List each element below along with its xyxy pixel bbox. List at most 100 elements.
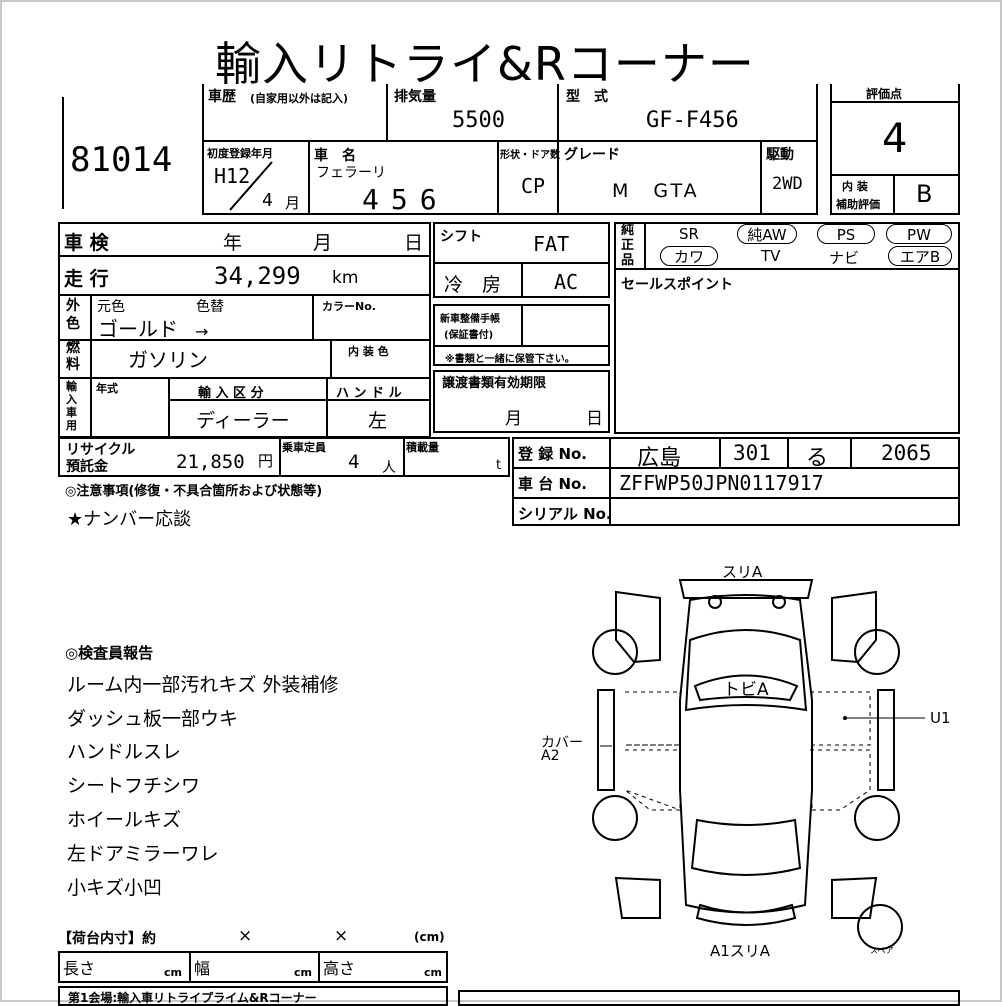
shaken-year-label: 年 <box>223 232 243 254</box>
first-reg-month-unit: 月 <box>285 194 301 212</box>
footer-text: 第1会場:輸入車リトライプライム&Rコーナー <box>68 991 317 1005</box>
equip-leather: カワ <box>660 246 718 266</box>
first-reg-label: 初度登録年月 <box>207 147 273 160</box>
diagram-bottom-label: A1スリA <box>710 942 771 960</box>
shaken-label: 車 検 <box>64 232 109 254</box>
notes-label: ◎注意事項(修復・不具合箇所および状態等) <box>65 484 323 499</box>
equip-sr: SR <box>679 225 699 243</box>
diagram-spare-label: スペア <box>870 946 894 955</box>
car-make: フェラーリ <box>316 165 386 181</box>
equip-navi: ナビ <box>829 249 860 267</box>
score-box <box>830 84 960 215</box>
orig-color-label: 元色 <box>97 299 125 315</box>
equip-power-windows: PW <box>886 224 952 244</box>
body-value: CP <box>521 174 546 198</box>
cargo-length-unit: cm <box>164 966 182 979</box>
color-no-label: カラーNo. <box>322 300 376 313</box>
reg-kana: る <box>806 446 829 471</box>
displacement-value: 5500 <box>452 108 505 133</box>
mileage-value: 34,299 <box>214 262 301 290</box>
diagram-top-label: スリA <box>722 563 763 581</box>
fuel-value: ガソリン <box>128 348 208 372</box>
cargo-length-label: 長さ <box>63 959 96 978</box>
transfer-label: 譲渡書類有効期限 <box>442 376 547 391</box>
cargo-label: 【荷台内寸】約 <box>58 931 156 947</box>
inspector-line-5: ホイールキズ <box>67 809 182 831</box>
shaken-day-label: 日 <box>404 232 424 254</box>
interior-score-label-1: 内 装 <box>842 180 868 193</box>
mileage-label: 走 行 <box>64 268 109 290</box>
reg-area: 広島 <box>637 446 682 471</box>
inspector-line-2: ダッシュ板一部ウキ <box>67 708 239 730</box>
model-year-label: 年式 <box>96 382 118 395</box>
serial-label: シリアル No. <box>518 505 612 523</box>
cargo-x2: × <box>334 926 349 946</box>
shift-value: FAT <box>533 232 570 256</box>
car-name-label: 車 名 <box>314 148 356 164</box>
drive-label: 駆動 <box>766 147 794 163</box>
chassis-label: 車 台 No. <box>518 475 588 493</box>
grade-value: M GTA <box>612 180 700 202</box>
registration-box <box>512 437 960 526</box>
capacity-unit: 人 <box>382 460 396 476</box>
cargo-width-label: 幅 <box>194 959 211 978</box>
page-title: 輸入リトライ&Rコーナー <box>215 37 755 91</box>
cargo-x1: × <box>238 926 253 946</box>
import-label: 輸入車用 <box>66 380 77 432</box>
import-type-label: 輸 入 区 分 <box>198 386 264 401</box>
reg-class: 301 <box>733 441 771 465</box>
cargo-box <box>58 951 448 983</box>
reg-number: 2065 <box>881 441 932 465</box>
exterior-label: 外色 <box>66 298 80 332</box>
color-value: ゴールド <box>98 317 178 341</box>
score-value: 4 <box>882 116 908 162</box>
import-type-value: ディーラー <box>196 410 290 432</box>
diagram-roof-label: トビA <box>723 680 769 700</box>
capacity-value: 4 <box>348 451 360 473</box>
history-note: (自家用以外は記入) <box>250 92 349 105</box>
first-reg-month: 4 <box>262 190 273 211</box>
sales-point-box <box>614 270 960 434</box>
load-unit: t <box>496 458 502 473</box>
capacity-label: 乗車定員 <box>282 441 326 454</box>
header-grid <box>202 84 818 215</box>
diagram-right-label: U1 <box>930 709 951 727</box>
displacement-label: 排気量 <box>394 89 436 105</box>
header-divider <box>202 140 818 142</box>
footer-box-right <box>458 990 960 1006</box>
lot-number: 81014 <box>70 140 173 180</box>
cargo-height-unit: cm <box>424 966 442 979</box>
score-label: 評価点 <box>866 87 903 101</box>
diagram-left-label-2: A2 <box>541 748 560 764</box>
warranty-label-2: (保証書付) <box>444 330 494 341</box>
reg-label: 登 録 No. <box>518 445 588 463</box>
diagram-left-label-1: カバー <box>541 735 583 751</box>
first-reg-year: H12 <box>214 164 251 188</box>
inspector-line-3: ハンドルスレ <box>67 741 182 763</box>
body-label: 形状・ドア数 <box>500 150 560 161</box>
inspector-label: ◎検査員報告 <box>65 644 154 662</box>
cargo-unit: (cm) <box>414 930 445 944</box>
fuel-label: 燃料 <box>66 340 80 373</box>
recycle-box <box>58 437 510 477</box>
chassis-value: ZFFWP50JPN0117917 <box>619 471 824 495</box>
inspector-line-7: 小キズ小凹 <box>67 877 163 899</box>
inspector-line-6: 左ドアミラーワレ <box>67 843 219 865</box>
interior-score-label-2: 補助評価 <box>836 198 880 211</box>
shift-label: シフト <box>440 229 482 245</box>
interior-color-label: 内 装 色 <box>348 345 389 358</box>
color-arrow: → <box>195 322 209 341</box>
sales-point-label: セールスポイント <box>621 277 733 293</box>
transfer-month: 月 <box>505 409 522 429</box>
history-label: 車歴 <box>208 89 236 105</box>
equipment-label: 純正品 <box>621 223 635 268</box>
warranty-label-1: 新車整備手帳 <box>440 314 500 325</box>
model-label: 型 式 <box>566 89 608 105</box>
shaken-month-label: 月 <box>313 232 333 254</box>
load-label: 積載量 <box>406 441 439 454</box>
mileage-unit: km <box>332 268 359 288</box>
car-name: 456 <box>362 183 449 216</box>
transfer-box <box>433 370 610 433</box>
equip-power-steering: PS <box>817 224 875 244</box>
